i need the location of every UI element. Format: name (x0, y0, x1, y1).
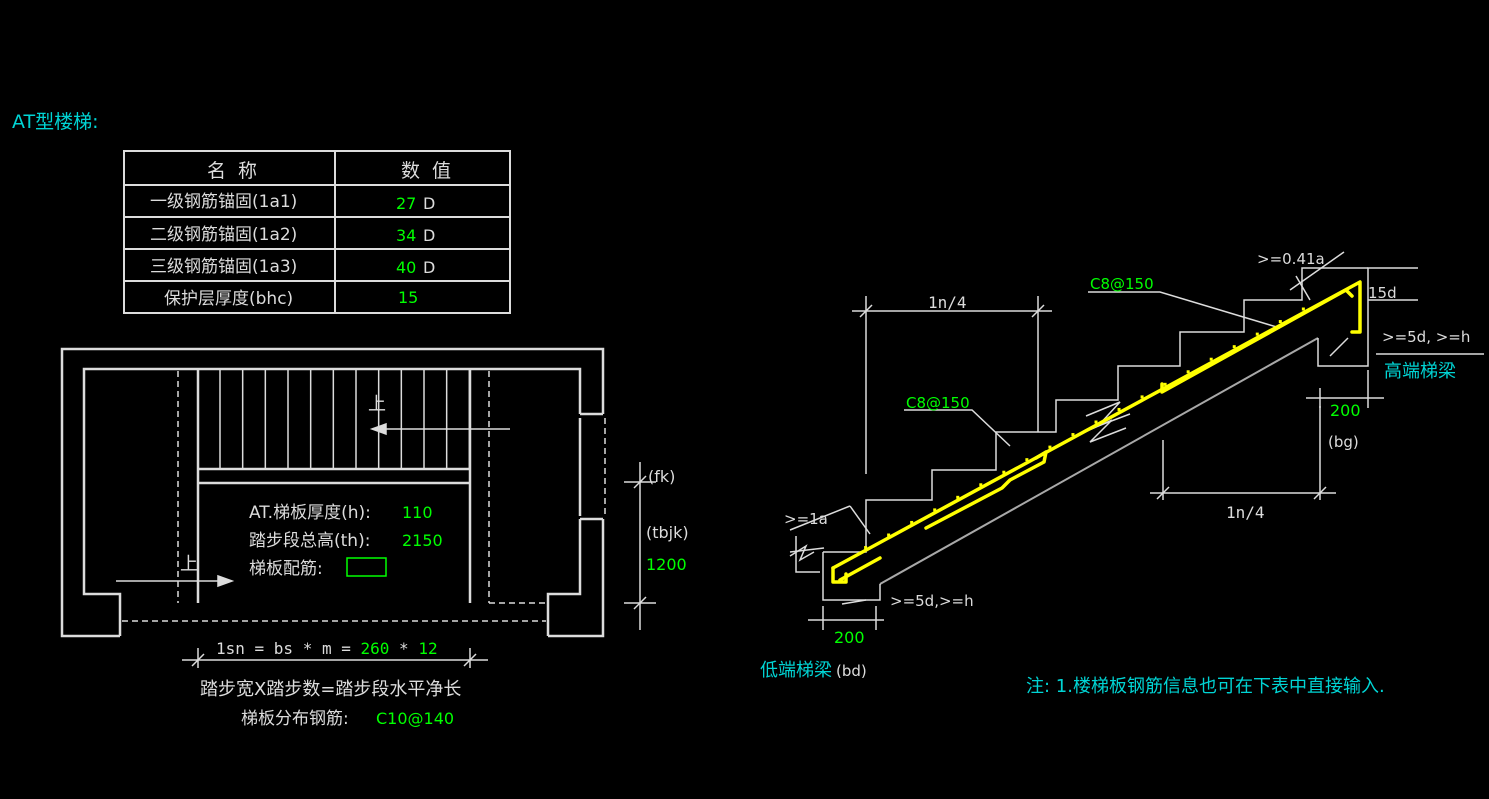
distribution-rebar-value[interactable]: C10@140 (376, 709, 454, 728)
rebar-dots (864, 307, 1305, 550)
height-value[interactable]: 2150 (402, 531, 443, 550)
m-value[interactable]: 12 (418, 639, 437, 658)
table-row-name: 三级钢筋锚固(1a3) (150, 257, 297, 277)
table-row-name: 保护层厚度(bhc) (164, 289, 293, 309)
rebar-dot (956, 495, 960, 499)
table-header-value: 数 值 (401, 160, 451, 182)
up-arrow-icon (369, 422, 510, 436)
fk-label: (fk) (648, 467, 675, 486)
anchor-low-label: >=5d,>=h (890, 592, 974, 610)
table-row-name: 一级钢筋锚固(1a1) (150, 192, 297, 212)
bs-value[interactable]: 260 (361, 639, 390, 658)
table-row-unit: D (423, 194, 435, 213)
bd-value[interactable]: 200 (834, 628, 865, 647)
plan-up-label: 上 (180, 554, 198, 575)
tbjk-label: (tbjk) (646, 523, 689, 542)
rebar-mid-label[interactable]: C8@150 (906, 394, 970, 412)
stair-treads (219, 369, 471, 469)
table-row-unit: D (423, 258, 435, 277)
width-value[interactable]: 1200 (646, 555, 687, 574)
rebar-dot (1071, 433, 1075, 437)
rebar-top-label[interactable]: C8@150 (1090, 275, 1154, 293)
lsn-formula: 1sn = bs * m = 260 * 12 (216, 639, 438, 658)
rebar-dot (1278, 320, 1282, 324)
rebar-dot (1048, 445, 1052, 449)
plan-up-label: 上 (368, 394, 386, 415)
rebar-dot (1002, 470, 1006, 474)
rebar-dot (864, 546, 868, 550)
ln4-bottom-label: 1n/4 (1226, 503, 1265, 522)
rebar-dot (979, 483, 983, 487)
rebar-dot (1301, 307, 1305, 311)
rebar-dot (1186, 370, 1190, 374)
rebar-dot (1232, 345, 1236, 349)
stair-plan-view (60, 347, 605, 638)
rebar-dot (1094, 420, 1098, 424)
table-row-unit: D (423, 226, 435, 245)
table-row-value[interactable]: 40 (396, 258, 416, 277)
table-row-value[interactable]: 34 (396, 226, 416, 245)
thickness-label: AT.梯板厚度(h): (249, 503, 371, 523)
rebar-dot (933, 508, 937, 512)
thickness-value[interactable]: 110 (402, 503, 433, 522)
height-label: 踏步段总高(th): (249, 531, 370, 551)
bd-label: (bd) (836, 662, 867, 680)
rebar-input[interactable] (346, 557, 387, 577)
rebar-dot (1163, 382, 1167, 386)
table-header-name: 名 称 (207, 160, 257, 182)
d15-label: 15d (1368, 284, 1397, 302)
rebar-dot (887, 533, 891, 537)
rebar-label: 梯板配筋: (249, 559, 323, 579)
la-label: >=1a (784, 510, 828, 528)
rebar-dot (1255, 332, 1259, 336)
bg-label: (bg) (1328, 433, 1359, 451)
low-beam-label: 低端梯梁 (760, 660, 832, 681)
rebar-lines (831, 280, 1362, 584)
plan-dashed-lines (122, 371, 606, 622)
high-beam-label: 高端梯梁 (1384, 361, 1456, 382)
table-row-name: 二级钢筋锚固(1a2) (150, 225, 297, 245)
rebar-dot (1117, 407, 1121, 411)
note-text: 注: 1.楼梯板钢筋信息也可在下表中直接输入. (1026, 676, 1385, 697)
distribution-rebar-label: 梯板分布钢筋: (241, 709, 349, 729)
length-dimension (182, 648, 488, 668)
table-row-value[interactable]: 15 (398, 288, 418, 307)
rebar-dot (910, 520, 914, 524)
anchor-top-label: >=0.41a (1257, 250, 1325, 268)
stair-type-title: AT型楼梯: (12, 111, 99, 133)
length-caption: 踏步宽X踏步数=踏步段水平净长 (200, 679, 461, 700)
ln4-top-label: 1n/4 (928, 293, 967, 312)
rebar-dot (1025, 458, 1029, 462)
anchor-high-label: >=5d, >=h (1382, 328, 1470, 346)
stair-section-view (789, 251, 1484, 630)
rebar-dot (1140, 395, 1144, 399)
up-arrow-icon (116, 574, 235, 588)
parameter-table (123, 150, 511, 314)
bg-value[interactable]: 200 (1330, 401, 1361, 420)
table-row-value[interactable]: 27 (396, 194, 416, 213)
rebar-dot (1209, 357, 1213, 361)
width-dimension (624, 462, 656, 630)
